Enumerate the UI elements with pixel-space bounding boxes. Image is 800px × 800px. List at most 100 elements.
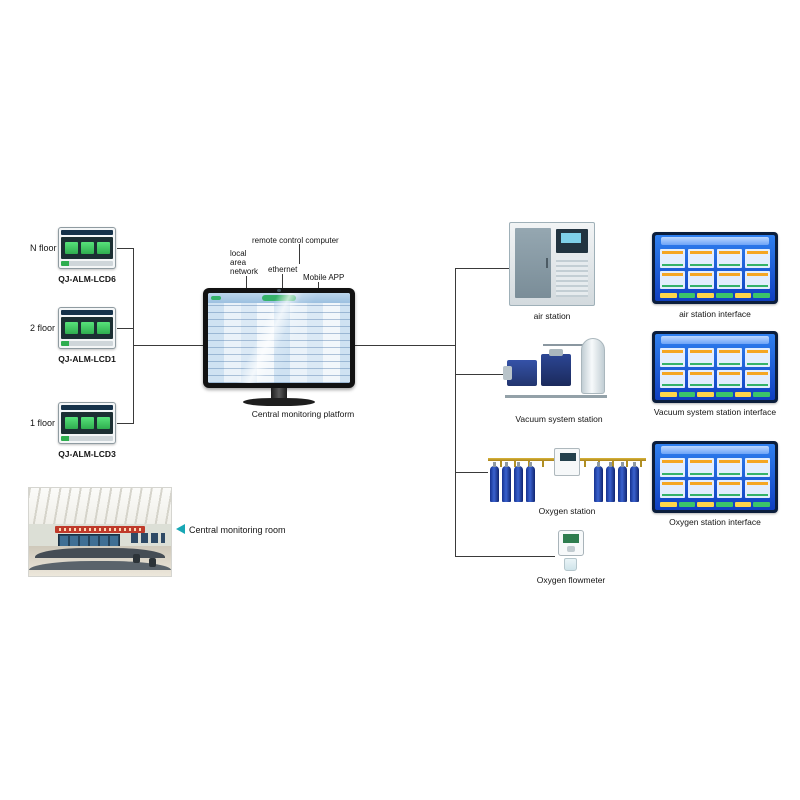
indicator-dot: [660, 392, 677, 397]
interface-panel: [688, 369, 714, 388]
alarm-panel-n-floor: [58, 227, 116, 269]
label-oxygen-station: Oxygen station: [538, 506, 596, 516]
flowmeter-display: [563, 534, 579, 543]
gas-reading-display: [80, 322, 94, 334]
indicator-dot: [660, 502, 677, 507]
interface-panel: [660, 369, 686, 388]
interface-panel: [688, 348, 714, 367]
indicator-dot: [716, 392, 733, 397]
device-model-label-n: QJ-ALM-LCD6: [58, 274, 116, 284]
device-model-label-1: QJ-ALM-LCD3: [58, 449, 116, 459]
stub-ethernet-label: [282, 274, 283, 288]
interface-panel: [688, 458, 714, 477]
interface-title-bar: [661, 336, 769, 344]
alarm-panel-footer: [61, 341, 113, 346]
indicator-dot: [753, 502, 771, 507]
floor-label-1: 1 floor: [30, 418, 56, 428]
room-side-screens: [131, 533, 165, 543]
oxygen-cylinder: [630, 462, 639, 502]
indicator-dot: [734, 293, 752, 298]
alarm-panel-screen: [61, 237, 113, 259]
label-central-monitoring-platform: Central monitoring platform: [251, 409, 355, 419]
room-console-desk: [35, 548, 165, 558]
interface-panel: [660, 270, 686, 289]
cabinet-vents: [556, 257, 588, 297]
alarm-panel-header: [61, 230, 113, 235]
cable-bus-to-monitor: [133, 345, 203, 346]
monitor-stand-base: [243, 398, 315, 406]
vacuum-pump: [503, 360, 537, 386]
vacuum-pipe: [543, 344, 585, 346]
humidifier-bottle: [564, 558, 577, 571]
label-oxygen-station-interface: Oxygen station interface: [669, 517, 761, 527]
vacuum-pump: [541, 349, 571, 386]
interface-grid: [660, 458, 770, 498]
alarm-panel-screen: [61, 412, 113, 434]
interface-panel: [716, 348, 742, 367]
oxygen-cylinder: [594, 462, 603, 502]
screen-glare: [208, 293, 350, 383]
interface-footer: [660, 502, 771, 507]
label-vacuum-system-station: Vacuum system station: [515, 414, 603, 424]
oxygen-station-interface-screen: [652, 441, 778, 513]
label-mobile-app: Mobile APP: [303, 273, 345, 282]
alarm-panel-2-floor: [58, 307, 116, 349]
oxygen-flowmeter-device: [554, 530, 590, 574]
gas-reading-display: [64, 242, 78, 254]
interface-panel: [660, 458, 686, 477]
label-local-area-network: local area network: [230, 249, 259, 276]
webcam-dot-icon: [277, 289, 281, 292]
monitor-screen: [208, 293, 350, 383]
indicator-dot: [753, 392, 771, 397]
interface-panel: [688, 270, 714, 289]
interface-panel: [688, 249, 714, 268]
interface-footer: [660, 392, 771, 397]
interface-panel: [716, 369, 742, 388]
gas-reading-display: [64, 417, 78, 429]
interface-panel: [744, 458, 770, 477]
stub-remote-label: [299, 244, 300, 264]
interface-grid: [660, 348, 770, 388]
vacuum-tank: [581, 338, 605, 394]
indicator-dot: [697, 293, 715, 298]
interface-panel: [744, 249, 770, 268]
interface-panel: [716, 249, 742, 268]
stub-mobile-label: [318, 282, 319, 288]
interface-title-bar: [661, 237, 769, 245]
label-ethernet: ethernet: [268, 265, 298, 274]
cable-floor-bus: [133, 248, 134, 424]
gas-reading-display: [80, 417, 94, 429]
indicator-dot: [678, 502, 696, 507]
indicator-dot: [660, 293, 677, 298]
label-air-station: air station: [533, 311, 571, 321]
interface-panel: [744, 369, 770, 388]
alarm-panel-footer: [61, 261, 113, 266]
indicator-dot: [734, 392, 752, 397]
interface-screen: [655, 444, 775, 510]
room-chair: [133, 554, 140, 563]
room-red-banner: [55, 526, 145, 533]
flowmeter-knob: [567, 546, 575, 552]
indicator-dot: [734, 502, 752, 507]
left-arrow-icon: [176, 524, 185, 534]
gas-reading-display: [80, 242, 94, 254]
room-front-desk: [29, 561, 171, 570]
device-model-label-2: QJ-ALM-LCD1: [58, 354, 116, 364]
label-vacuum-station-interface: Vacuum system station interface: [653, 407, 777, 417]
interface-panel: [688, 479, 714, 498]
indicator-dot: [697, 392, 715, 397]
alarm-panel-header: [61, 405, 113, 410]
oxygen-cylinder: [502, 462, 511, 502]
interface-panel: [660, 249, 686, 268]
cable-floor-1-stub: [117, 423, 134, 424]
interface-panel: [744, 348, 770, 367]
central-monitoring-platform: [203, 288, 355, 388]
indicator-dot: [716, 502, 733, 507]
room-ceiling: [29, 488, 171, 524]
interface-title-bar: [661, 446, 769, 454]
floor-label-2: 2 floor: [30, 323, 56, 333]
alarm-panel-screen: [61, 317, 113, 339]
vacuum-system-station-machine: [503, 336, 615, 402]
interface-panel: [660, 348, 686, 367]
